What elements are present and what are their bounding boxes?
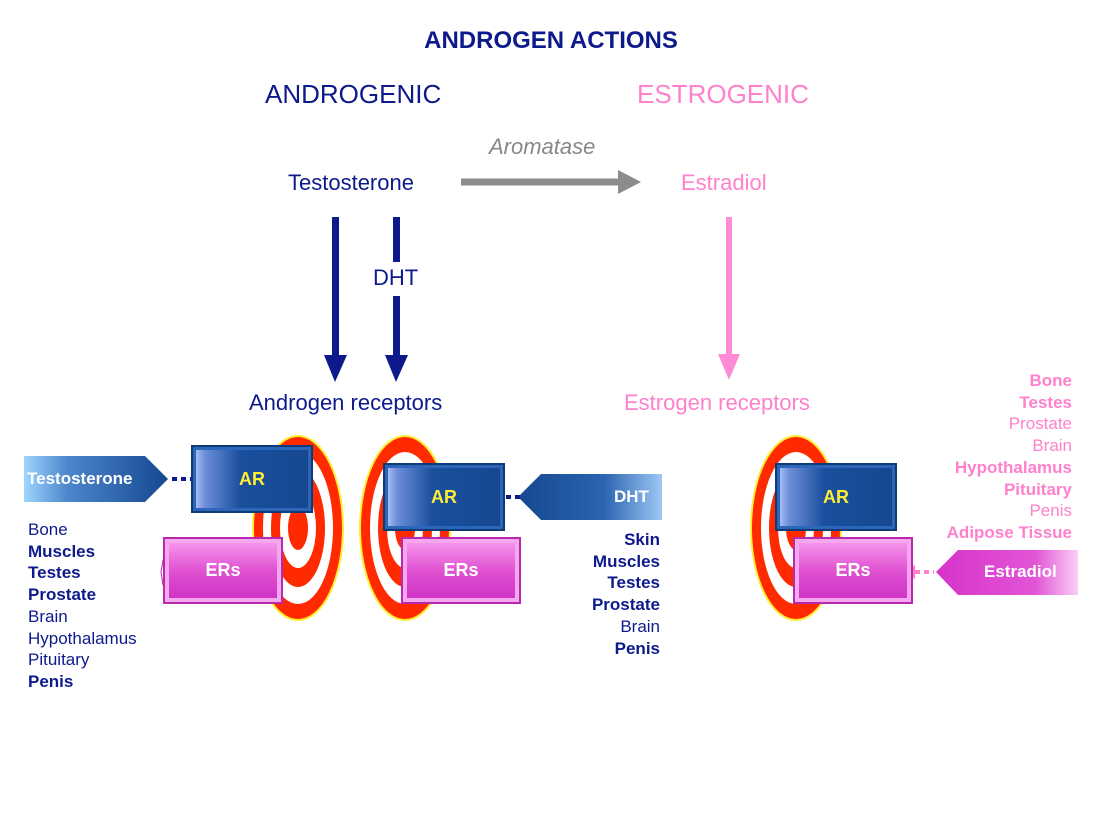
tissue-item: Skin: [624, 530, 660, 549]
tissue-item: Penis: [1029, 501, 1072, 521]
dht-down-arrow: [385, 217, 408, 382]
tissue-item: Penis: [28, 671, 74, 691]
ar-receptor-middle: AR: [383, 463, 505, 531]
aromatase-label: Aromatase: [489, 134, 596, 159]
dht-label: DHT: [373, 265, 419, 290]
tissue-item: Brain: [1032, 436, 1072, 456]
testosterone-down-arrow: [324, 217, 347, 382]
tissue-item: Bone: [1029, 371, 1073, 390]
ar-receptor-right: AR: [775, 463, 897, 531]
tissue-item: Pituitary: [1003, 479, 1072, 499]
estradiol-label: Estradiol: [681, 170, 767, 195]
tissue-item: Muscles: [28, 541, 96, 561]
estrogenic-header: ESTROGENIC: [637, 79, 809, 109]
tissue-item: Muscles: [592, 551, 660, 571]
estradiol-ligand-label: Estradiol: [984, 562, 1057, 581]
dht-ligand-label: DHT: [614, 487, 649, 506]
aromatase-arrow: [461, 170, 641, 194]
ers-receptor-right: ERs: [793, 537, 913, 604]
tissue-item: Pituitary: [28, 650, 90, 670]
tissue-item: Testes: [28, 563, 81, 583]
tissue-item: Prostate: [28, 585, 97, 605]
tissue-item: Brain: [620, 616, 660, 636]
tissue-item: Brain: [28, 606, 68, 626]
ar-receptor-left: AR: [191, 445, 313, 513]
tissue-item: Hypothalamus: [954, 457, 1072, 477]
testosterone-label: Testosterone: [288, 170, 414, 195]
tissue-item: Bone: [28, 520, 68, 539]
dht-ligand-shape: [518, 474, 662, 520]
estradiol-ligand-shape: [936, 550, 1078, 595]
tissue-item: Testes: [1019, 392, 1072, 412]
ers-receptor-middle: ERs: [401, 537, 521, 604]
testosterone-ligand-label: Testosterone: [27, 469, 133, 488]
tissue-item: Adipose Tissue: [946, 522, 1072, 542]
tissue-item: Testes: [607, 573, 660, 593]
tissue-item: Hypothalamus: [28, 628, 137, 648]
ers-receptor-left: ERs: [163, 537, 283, 604]
tissue-item: Prostate: [1008, 414, 1072, 434]
estrogen-receptors-label: Estrogen receptors: [624, 390, 810, 415]
estradiol-down-arrow: [718, 217, 740, 380]
tissue-item: Penis: [614, 638, 660, 658]
androgen-receptors-label: Androgen receptors: [249, 390, 443, 415]
androgenic-header: ANDROGENIC: [265, 79, 442, 109]
tissue-item: Prostate: [591, 595, 660, 615]
diagram-title: ANDROGEN ACTIONS: [424, 27, 678, 54]
testosterone-ligand-shape: [24, 456, 168, 502]
